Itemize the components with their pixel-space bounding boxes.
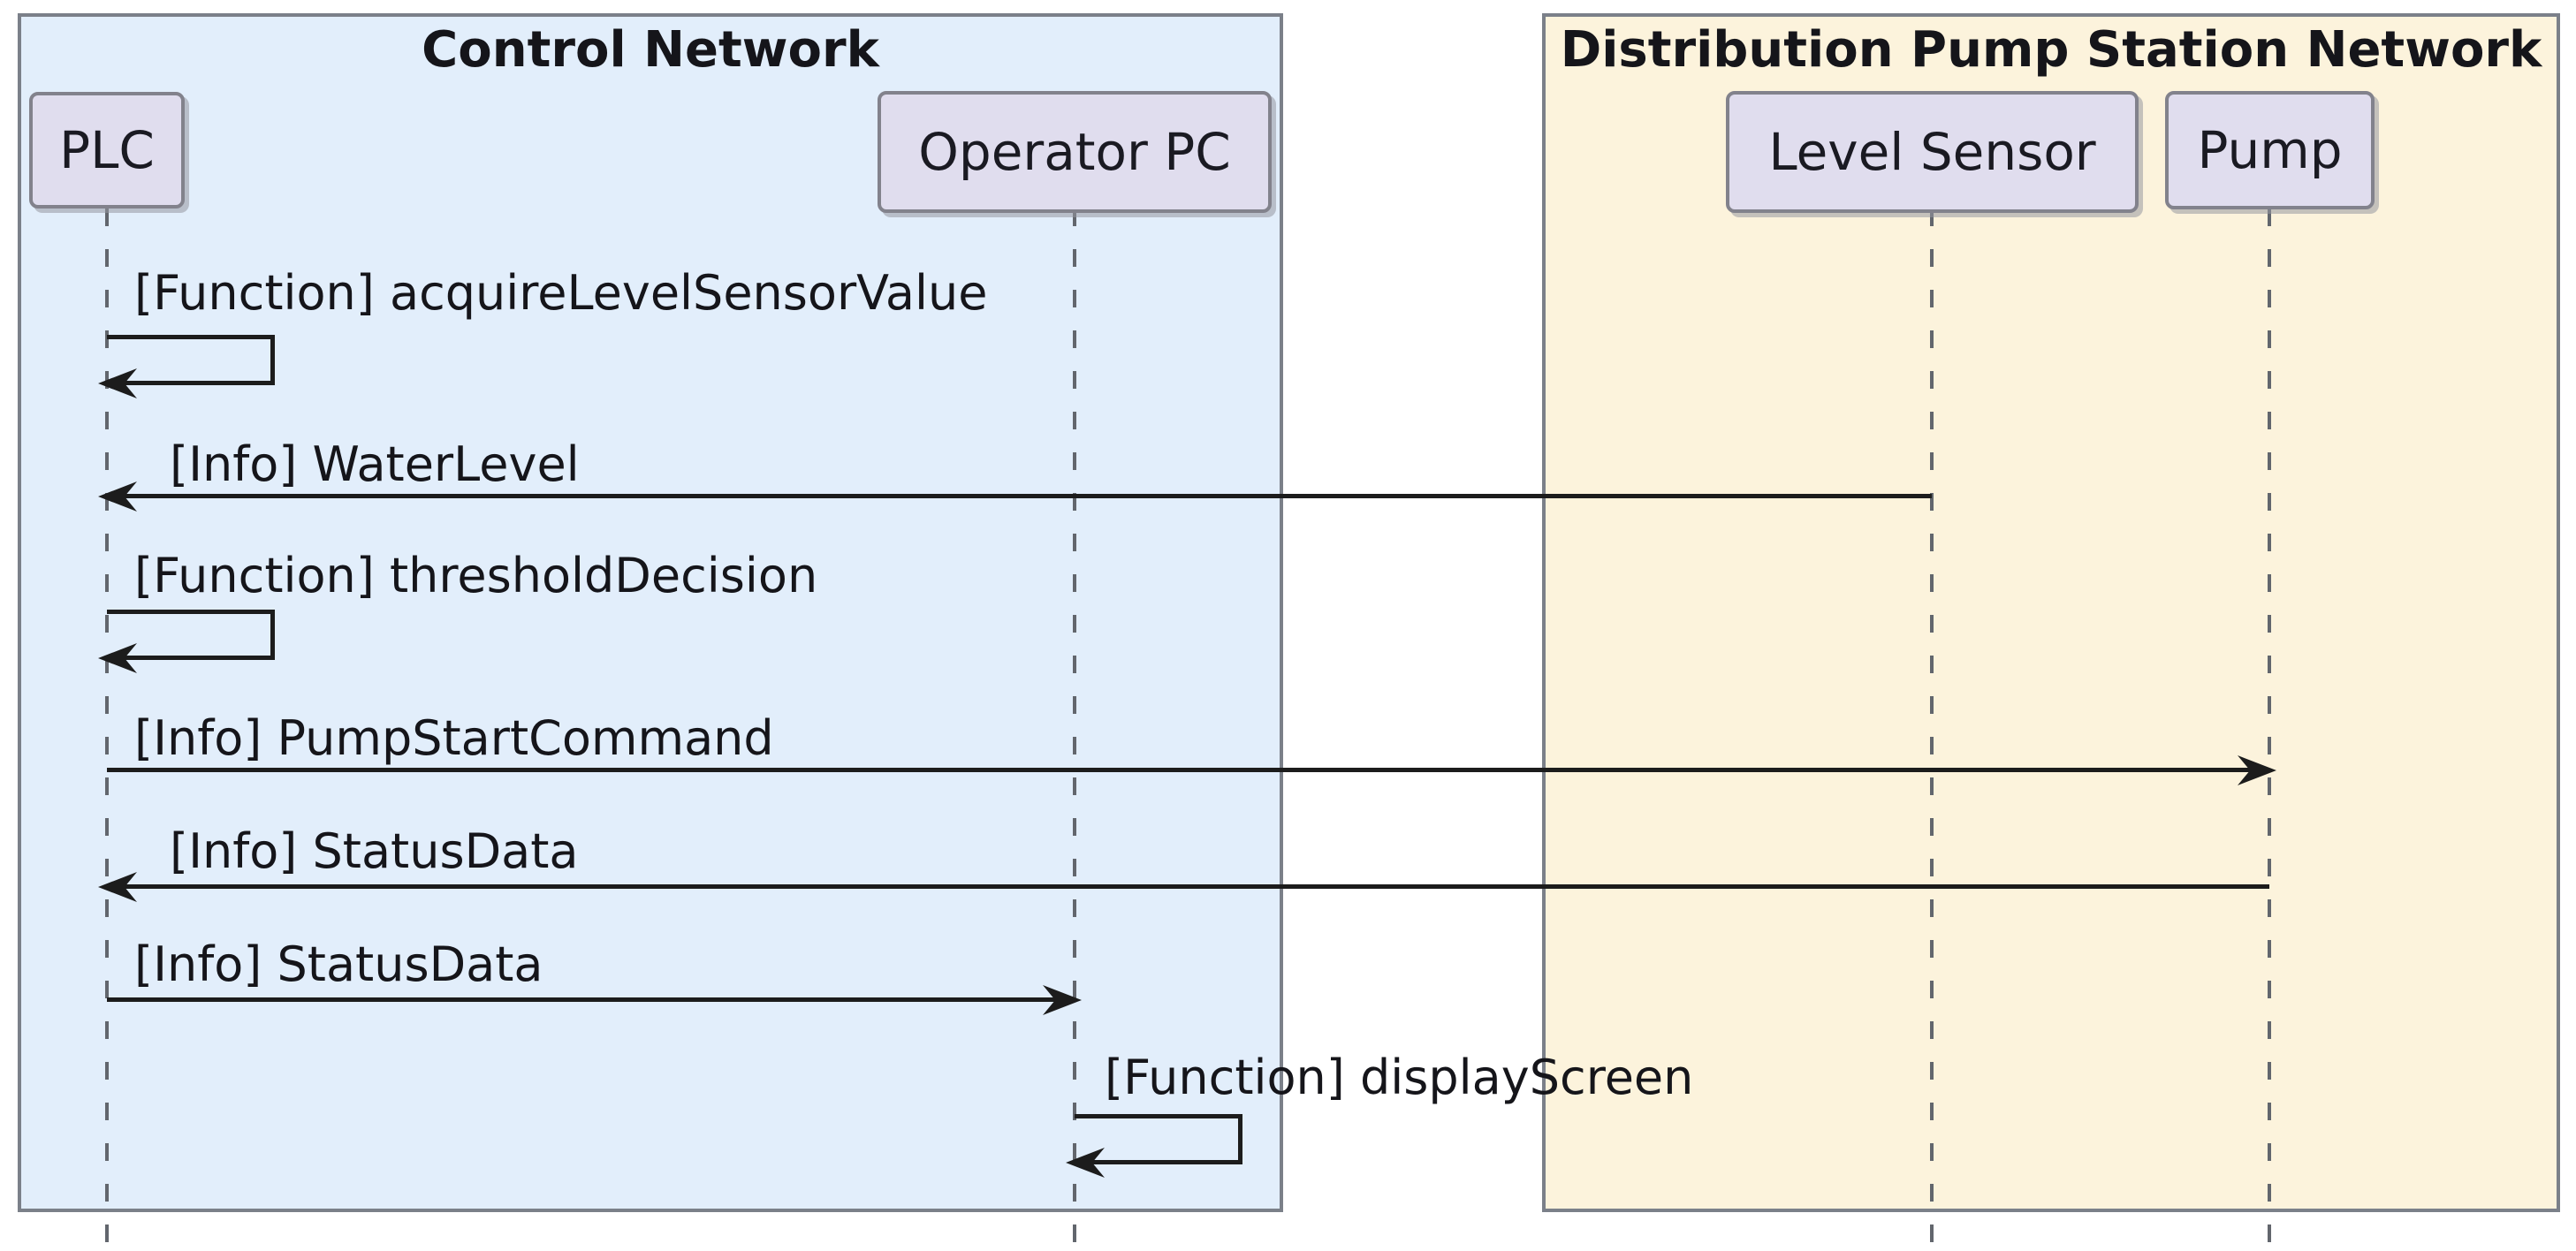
plc-lifeline xyxy=(105,208,109,1247)
message-status-data-to-plc: [Info] StatusData xyxy=(170,823,579,879)
distribution-network-frame xyxy=(1542,13,2560,1212)
message-arrow-line xyxy=(107,884,2269,889)
pump-lifeline xyxy=(2268,208,2271,1247)
message-arrow-line xyxy=(107,768,2269,772)
self-call-arrow xyxy=(1075,1114,1242,1164)
participant-plc-label: PLC xyxy=(59,120,155,180)
message-threshold-decision: [Function] thresholdDecision xyxy=(134,548,818,603)
self-call-arrow xyxy=(107,335,275,385)
participant-operator-pc: Operator PC xyxy=(878,91,1272,213)
participant-pump-label: Pump xyxy=(2197,120,2343,180)
message-acquire-level-sensor-value: [Function] acquireLevelSensorValue xyxy=(134,265,988,321)
operator-pc-lifeline xyxy=(1073,208,1076,1247)
message-pump-start-command: [Info] PumpStartCommand xyxy=(134,710,774,766)
control-network-title: Control Network xyxy=(422,21,879,79)
level-sensor-lifeline xyxy=(1930,208,1934,1247)
participant-level-sensor-label: Level Sensor xyxy=(1768,122,2096,182)
message-display-screen: [Function] displayScreen xyxy=(1105,1050,1694,1105)
message-arrow-line xyxy=(107,494,1932,498)
participant-pump: Pump xyxy=(2165,91,2375,209)
message-status-data-to-operator-pc: [Info] StatusData xyxy=(134,936,543,992)
self-call-arrow xyxy=(107,610,275,660)
participant-plc: PLC xyxy=(29,92,185,208)
message-water-level: [Info] WaterLevel xyxy=(170,436,580,492)
distribution-network-title: Distribution Pump Station Network xyxy=(1560,21,2542,79)
participant-operator-pc-label: Operator PC xyxy=(918,122,1231,182)
message-arrow-line xyxy=(107,997,1075,1002)
participant-level-sensor: Level Sensor xyxy=(1726,91,2139,213)
